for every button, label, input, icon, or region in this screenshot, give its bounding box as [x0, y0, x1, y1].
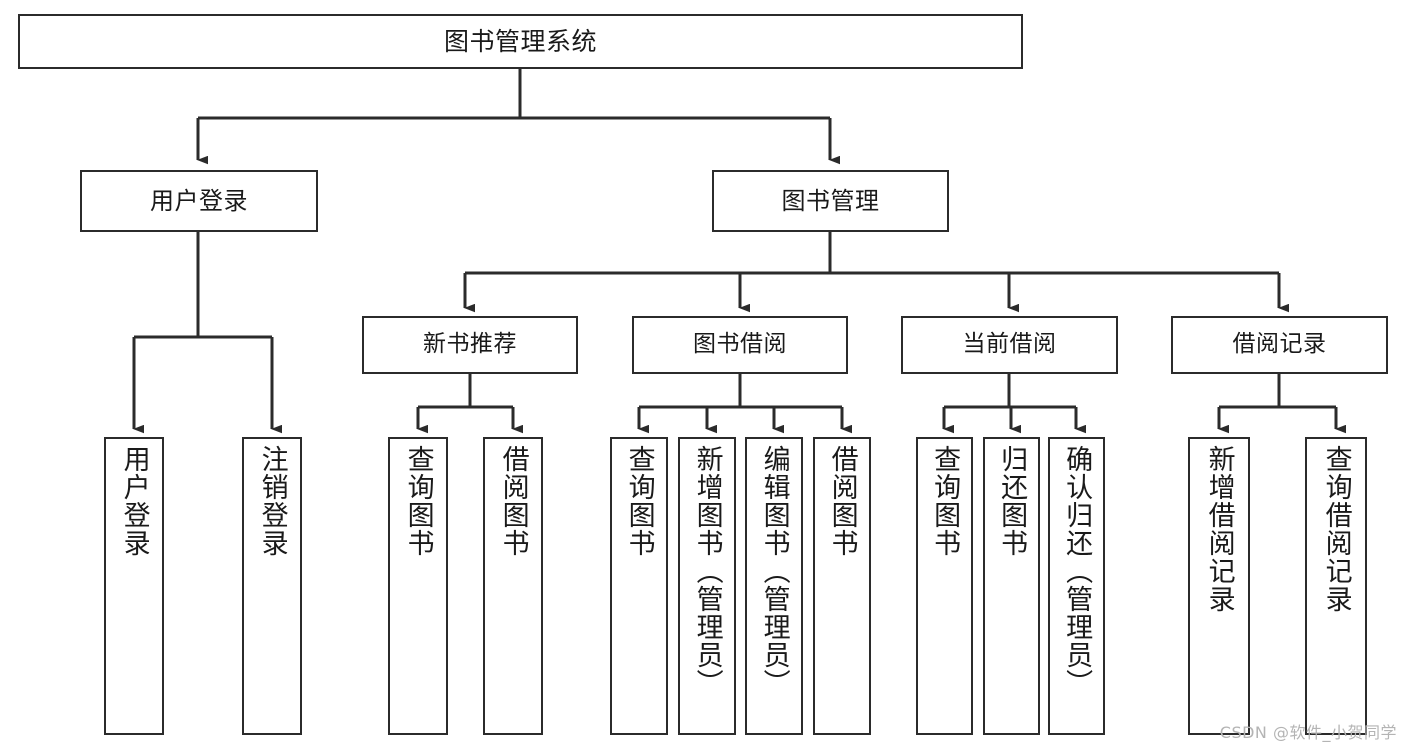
leaf-new-book-query-book[interactable]: 查询图书: [388, 437, 448, 735]
node-borrow-record[interactable]: 借阅记录: [1171, 316, 1388, 374]
node-new-book-recommend[interactable]: 新书推荐: [362, 316, 578, 374]
node-label: 新增借阅记录: [1203, 445, 1235, 613]
node-label: 查询图书: [623, 445, 655, 557]
leaf-new-book-borrow-book[interactable]: 借阅图书: [483, 437, 543, 735]
node-label: 新书推荐: [423, 331, 517, 358]
node-user-login[interactable]: 用户登录: [80, 170, 318, 232]
node-label: 用户登录: [118, 445, 150, 557]
leaf-book-borrow-borrow-book[interactable]: 借阅图书: [813, 437, 871, 735]
node-label: 确认归还（管理员）: [1061, 445, 1093, 697]
leaf-current-borrow-confirm-return-admin[interactable]: 确认归还（管理员）: [1048, 437, 1105, 735]
node-label: 借阅图书: [826, 445, 858, 557]
node-current-borrow[interactable]: 当前借阅: [901, 316, 1118, 374]
node-label: 图书管理系统: [443, 26, 597, 56]
node-label: 归还图书: [996, 445, 1028, 557]
watermark-text: CSDN @软件_小贺同学: [1219, 723, 1397, 742]
node-label: 查询图书: [929, 445, 961, 557]
node-book-management[interactable]: 图书管理: [712, 170, 949, 232]
leaf-borrow-record-add-record[interactable]: 新增借阅记录: [1188, 437, 1250, 735]
node-label: 查询借阅记录: [1320, 445, 1352, 613]
node-label: 新增图书（管理员）: [691, 445, 723, 697]
leaf-book-borrow-edit-book-admin[interactable]: 编辑图书（管理员）: [745, 437, 803, 735]
leaf-book-borrow-query-book[interactable]: 查询图书: [610, 437, 668, 735]
node-label: 图书管理: [781, 186, 880, 215]
node-label: 编辑图书（管理员）: [758, 445, 790, 697]
leaf-book-borrow-add-book-admin[interactable]: 新增图书（管理员）: [678, 437, 736, 735]
leaf-current-borrow-query-book[interactable]: 查询图书: [916, 437, 973, 735]
node-root-book-management-system[interactable]: 图书管理系统: [18, 14, 1023, 69]
node-label: 注销登录: [256, 445, 288, 557]
node-label: 用户登录: [150, 186, 248, 215]
node-label: 借阅图书: [497, 445, 529, 557]
node-label: 当前借阅: [962, 331, 1057, 358]
leaf-current-borrow-return-book[interactable]: 归还图书: [983, 437, 1040, 735]
node-label: 借阅记录: [1232, 331, 1327, 358]
node-book-borrow[interactable]: 图书借阅: [632, 316, 848, 374]
leaf-user-login-login[interactable]: 用户登录: [104, 437, 164, 735]
node-label: 查询图书: [402, 445, 434, 557]
leaf-user-login-logout[interactable]: 注销登录: [242, 437, 302, 735]
node-label: 图书借阅: [693, 331, 787, 358]
leaf-borrow-record-query-record[interactable]: 查询借阅记录: [1305, 437, 1367, 735]
